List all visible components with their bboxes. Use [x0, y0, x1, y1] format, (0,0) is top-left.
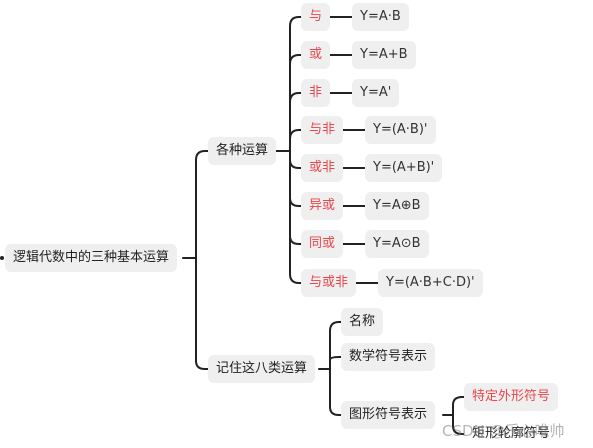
op-nand[interactable]: 与非 [301, 116, 344, 144]
connector-item-graphic [329, 368, 342, 416]
connector-op-andornot [289, 150, 302, 284]
branch-remember-eight[interactable]: 记住这八类运算 [208, 355, 316, 383]
connector-item-name [329, 321, 342, 370]
connector-op-not [289, 92, 302, 152]
op-and-or-not[interactable]: 与或非 [301, 269, 357, 297]
formula-and[interactable]: Y=A·B [352, 3, 409, 31]
connector-op-nor [289, 150, 302, 169]
graphic-rect-outline[interactable]: 矩形轮廓符号 [464, 420, 559, 448]
item-math-symbol[interactable]: 数学符号表示 [341, 343, 436, 371]
connector-op-xor [289, 150, 302, 207]
connector-root-branch2 [195, 257, 209, 370]
root-dot [0, 256, 4, 260]
formula-and-or-not[interactable]: Y=(A·B+C·D)' [378, 269, 483, 297]
formula-nor[interactable]: Y=(A+B)' [365, 154, 443, 182]
item-graphic-symbol[interactable]: 图形符号表示 [341, 401, 436, 429]
op-xor[interactable]: 异或 [301, 192, 344, 220]
op-or[interactable]: 或 [301, 41, 331, 69]
formula-xnor[interactable]: Y=A⊙B [365, 230, 429, 258]
op-nor[interactable]: 或非 [301, 154, 344, 182]
formula-nand[interactable]: Y=(A·B)' [365, 116, 436, 144]
op-not[interactable]: 非 [301, 79, 331, 107]
connector-op-nand [289, 129, 302, 152]
formula-not[interactable]: Y=A' [352, 79, 400, 107]
connector-root-branch1 [195, 150, 209, 259]
connector-item-math [329, 356, 342, 370]
csdn-watermark: CSDN @乐心唯帅 [442, 422, 565, 440]
connector-graphic-rect [452, 414, 465, 435]
op-and[interactable]: 与 [301, 3, 331, 31]
connector-op-and [289, 16, 302, 152]
formula-xor[interactable]: Y=A⊕B [365, 192, 429, 220]
branch-various-operations[interactable]: 各种运算 [208, 137, 277, 165]
formula-or[interactable]: Y=A+B [352, 41, 416, 69]
op-xnor[interactable]: 同或 [301, 230, 344, 258]
item-name[interactable]: 名称 [341, 308, 384, 336]
connector-graphic-specific [452, 396, 465, 416]
root-node[interactable]: 逻辑代数中的三种基本运算 [5, 244, 178, 272]
graphic-specific-shape[interactable]: 特定外形符号 [464, 383, 559, 411]
connector-op-or [289, 54, 302, 152]
